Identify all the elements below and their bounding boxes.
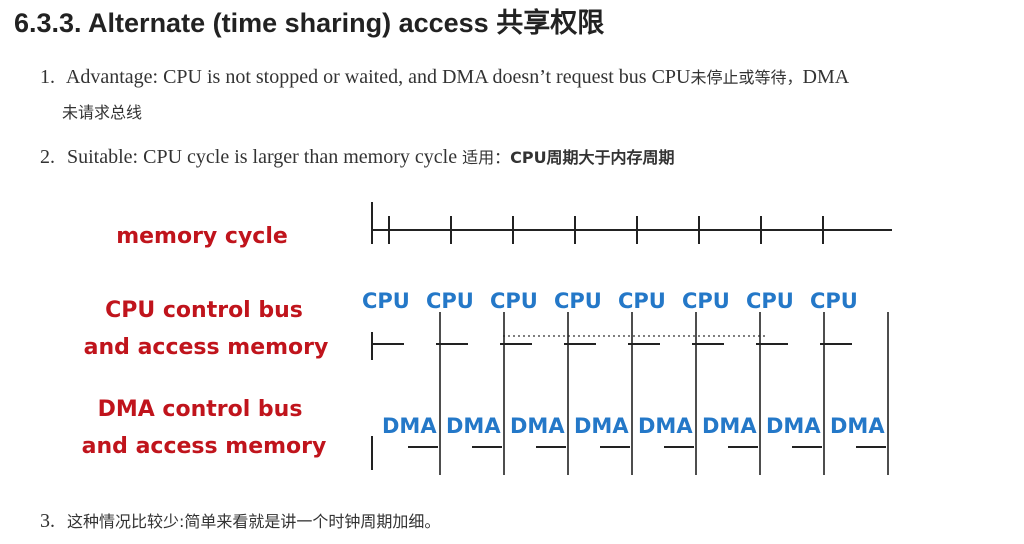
list-number: 3.	[40, 510, 55, 532]
cpu-control-label-line1: CPU control bus	[105, 298, 303, 323]
cpu-slot-label: CPU	[426, 289, 474, 313]
advantage-text-cn-line2: 未请求总线	[62, 103, 143, 122]
dma-control-label-line1: DMA control bus	[98, 397, 303, 422]
list-item-advantage: 1. Advantage: CPU is not stopped or wait…	[40, 62, 849, 93]
dma-slot-label: DMA	[830, 414, 885, 438]
dma-slot-label: DMA	[574, 414, 629, 438]
timing-guide-lines	[439, 312, 889, 475]
list-item-suitable: 2. Suitable: CPU cycle is larger than me…	[40, 142, 675, 173]
memory-cycle-timeline	[371, 202, 892, 244]
suitable-text-cn: 适用：	[462, 148, 511, 167]
cpu-slot-label: CPU	[746, 289, 794, 313]
dma-access-segments	[371, 436, 886, 470]
list-number: 2.	[40, 146, 55, 168]
dma-slot-label: DMA	[638, 414, 693, 438]
suitable-text-bold: CPU周期大于内存周期	[510, 148, 675, 167]
cpu-slot-label: CPU	[682, 289, 730, 313]
cpu-access-segments	[371, 332, 852, 360]
cpu-slot-labels: CPU CPU CPU CPU CPU CPU CPU CPU	[362, 289, 858, 313]
suitable-text: Suitable: CPU cycle is larger than memor…	[67, 146, 463, 168]
cpu-control-label-line2: and access memory	[84, 335, 329, 360]
list-number: 1.	[40, 66, 55, 88]
cpu-slot-label: CPU	[490, 289, 538, 313]
dma-slot-label: DMA	[766, 414, 821, 438]
cpu-slot-label: CPU	[554, 289, 602, 313]
dma-slot-label: DMA	[446, 414, 501, 438]
advantage-text: Advantage: CPU is not stopped or waited,…	[65, 66, 691, 88]
section-title: 6.3.3. Alternate (time sharing) access 共…	[14, 8, 605, 38]
dma-slot-label: DMA	[702, 414, 757, 438]
list-item-note: 3. 这种情况比较少:简单来看就是讲一个时钟周期加细。	[40, 506, 440, 537]
memory-cycle-ticks	[388, 216, 824, 244]
cpu-slot-label: CPU	[362, 289, 410, 313]
advantage-text-cn: 未停止或等待，	[690, 68, 803, 87]
advantage-text-dma: DMA	[802, 66, 850, 88]
dma-control-label-line2: and access memory	[82, 434, 327, 459]
cpu-slot-label: CPU	[810, 289, 858, 313]
note-text: 这种情况比较少:简单来看就是讲一个时钟周期加细。	[67, 512, 441, 531]
cpu-slot-label: CPU	[618, 289, 666, 313]
dma-slot-label: DMA	[382, 414, 437, 438]
dma-slot-label: DMA	[510, 414, 565, 438]
memory-cycle-label: memory cycle	[116, 224, 288, 249]
dma-slot-labels: DMA DMA DMA DMA DMA DMA DMA DMA	[382, 414, 885, 438]
